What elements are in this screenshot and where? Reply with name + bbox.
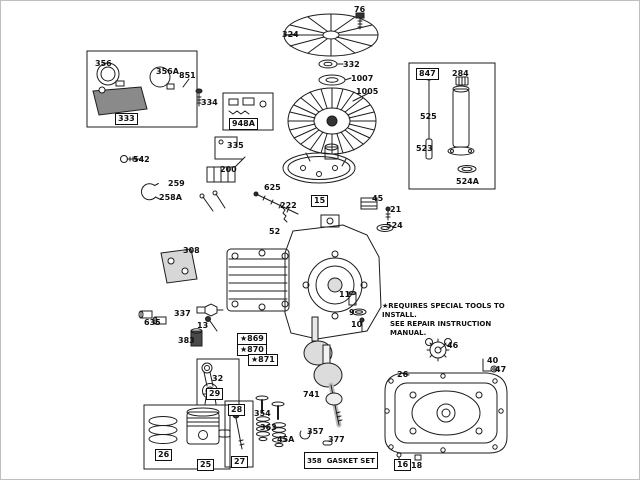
oil-sump-drawing (384, 372, 508, 454)
part-callout-377: 377 (328, 435, 345, 444)
part-callout-9: 9 (349, 308, 355, 317)
part-callout-625: 625 (264, 183, 281, 192)
part-callout-324: 324 (282, 30, 299, 39)
part-callout-26: 26 (155, 449, 173, 461)
crankshaft-drawing (303, 316, 343, 428)
valve-parts-drawing (255, 395, 333, 448)
part-callout-47: 47 (495, 365, 507, 374)
governor-links-drawing (199, 190, 226, 212)
part-callout-16: 16 (394, 459, 412, 471)
note-line-1: ★REQUIRES SPECIAL TOOLS TO INSTALL. (382, 302, 505, 319)
part-callout-11: 11 (339, 290, 351, 299)
flywheel-screen-drawing (283, 13, 379, 57)
part-callout-46: 46 (447, 341, 459, 350)
part-callout-200: 200 (220, 165, 237, 174)
part-callout-741: 741 (303, 390, 320, 399)
part-callout-13: 13 (197, 321, 209, 330)
part-callout-524A: 524A (456, 177, 479, 186)
hose-clamp-drawing (141, 183, 160, 201)
part-callout-284: 284 (452, 69, 469, 78)
part-callout-21: 21 (390, 205, 402, 214)
part-callout-258A: 258A (159, 193, 182, 202)
part-callout-45A: 45A (277, 435, 295, 444)
starter-clutch-drawing (282, 143, 356, 184)
part-callout-15: 15 (311, 195, 329, 207)
part-callout-525: 525 (420, 112, 437, 121)
part-callout-18: 18 (411, 461, 423, 470)
oil-slinger-drawing (425, 338, 452, 362)
part-callout-356: 356 (95, 59, 112, 68)
gasket-set-number: 358 (307, 456, 322, 465)
part-callout-847: 847 (416, 68, 439, 80)
part-callout-363: 363 (260, 423, 277, 432)
gasket-set-label: 358 GASKET SET (304, 452, 378, 469)
part-callout-357: 357 (307, 427, 324, 436)
part-callout-333: 333 (115, 113, 138, 125)
part-callout-871: ★871 (248, 354, 278, 366)
part-callout-308: 308 (183, 246, 200, 255)
part-callout-524: 524 (386, 221, 403, 230)
note-line-2: SEE REPAIR INSTRUCTION MANUAL. (390, 320, 492, 337)
part-callout-10: 10 (351, 320, 363, 329)
part-callout-337: 337 (174, 309, 191, 318)
part-callout-28: 28 (228, 404, 246, 416)
part-callout-334: 334 (201, 98, 218, 107)
part-callout-1005: 1005 (356, 87, 379, 96)
part-callout-335: 335 (227, 141, 244, 150)
small-parts-left-drawing (138, 310, 218, 347)
part-callout-40: 40 (487, 356, 499, 365)
bracket-335-drawing (214, 136, 244, 160)
part-callout-1007: 1007 (351, 74, 374, 83)
part-callout-52: 52 (269, 227, 281, 236)
screw-542-drawing (120, 155, 142, 163)
part-callout-29: 29 (206, 388, 224, 400)
flywheel-nut-drawing (355, 12, 365, 30)
part-callout-27: 27 (231, 456, 249, 468)
part-callout-76: 76 (354, 5, 366, 14)
governor-crank-drawing (482, 358, 498, 373)
engine-block-drawing (196, 214, 382, 340)
part-callout-332: 332 (343, 60, 360, 69)
gasket-set-text: GASKET SET (326, 456, 375, 465)
carburetor-parts-drawing (360, 197, 394, 232)
leader-lines (182, 33, 445, 376)
part-callout-542: 542 (133, 155, 150, 164)
part-callout-948A: 948A (229, 118, 258, 130)
part-callout-32: 32 (212, 374, 224, 383)
part-callout-851: 851 (179, 71, 196, 80)
part-callout-523: 523 (416, 144, 433, 153)
stud-and-spring-drawing (253, 191, 299, 223)
guard-200-drawing (206, 156, 246, 183)
clip-group-box-drawing (222, 92, 274, 131)
part-callout-26: 26 (397, 370, 409, 379)
screw-334-drawing (195, 88, 203, 107)
part-callout-354: 354 (254, 409, 271, 418)
part-callout-259: 259 (168, 179, 185, 188)
part-callout-45: 45 (372, 194, 384, 203)
part-callout-635: 635 (144, 318, 161, 327)
part-callout-356A: 356A (156, 67, 179, 76)
special-tools-note: ★REQUIRES SPECIAL TOOLS TO INSTALL. SEE … (382, 302, 520, 338)
bracket-308-drawing (160, 248, 198, 284)
oil-fill-group-box-drawing (408, 62, 496, 190)
ignition-group-box-drawing (86, 50, 198, 128)
part-callout-25: 25 (197, 459, 215, 471)
part-callout-222: 222 (280, 201, 297, 210)
part-callout-383: 383 (178, 336, 195, 345)
breather-parts-drawing (348, 290, 367, 332)
piston-box-drawing (143, 404, 231, 470)
